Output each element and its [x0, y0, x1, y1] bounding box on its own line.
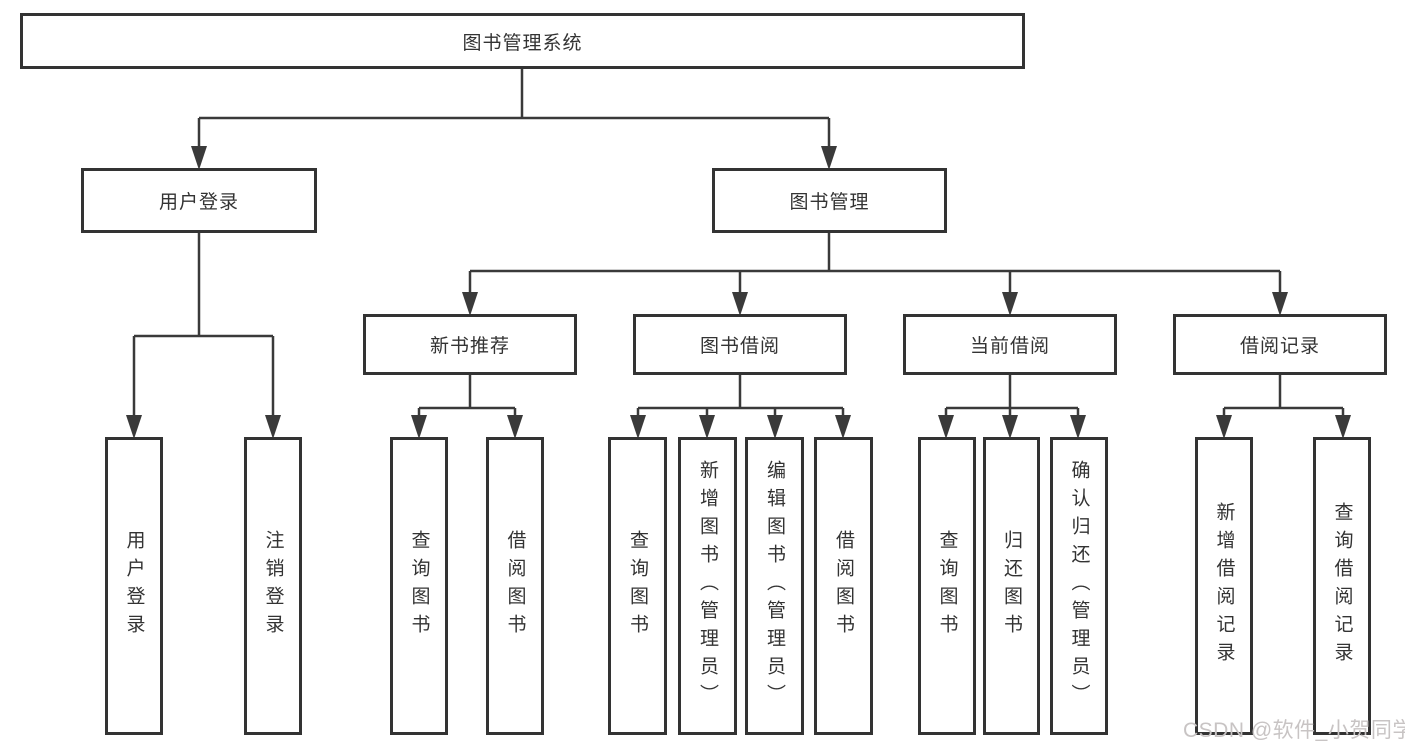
node-borrow-records-label: 借阅记录: [1239, 336, 1320, 357]
leaf-bb-borrow-books-label: 借阅图书: [833, 530, 854, 642]
node-book-management: 图书管理: [712, 168, 947, 233]
leaf-bb-edit-books-label: 编辑图书（管理员）: [764, 460, 785, 712]
leaf-cb-return-books-label: 归还图书: [1001, 530, 1022, 642]
leaf-nb-query-books-label: 查询图书: [408, 530, 430, 642]
leaf-bb-query-books-label: 查询图书: [627, 530, 648, 642]
leaf-user-login: 用户登录: [105, 437, 163, 735]
leaf-cb-return-books: 归还图书: [983, 437, 1040, 735]
node-new-book-recommend: 新书推荐: [363, 314, 577, 375]
leaf-nb-query-books: 查询图书: [390, 437, 448, 735]
leaf-cb-confirm-return-label: 确认归还（管理员）: [1068, 460, 1090, 712]
leaf-br-query-record: 查询借阅记录: [1313, 437, 1371, 735]
arrowheads: [126, 146, 1351, 439]
leaf-bb-query-books: 查询图书: [608, 437, 667, 735]
leaf-cb-query-books-label: 查询图书: [936, 530, 958, 642]
node-user-login: 用户登录: [81, 168, 317, 233]
csdn-watermark: CSDN @软件_小贺同学: [1183, 719, 1405, 742]
node-book-borrow: 图书借阅: [633, 314, 847, 375]
leaf-logout-label: 注销登录: [262, 530, 284, 642]
leaf-bb-edit-books: 编辑图书（管理员）: [745, 437, 804, 735]
leaf-bb-add-books: 新增图书（管理员）: [678, 437, 737, 735]
node-borrow-records: 借阅记录: [1173, 314, 1387, 375]
leaf-br-query-record-label: 查询借阅记录: [1331, 502, 1353, 670]
node-new-book-recommend-label: 新书推荐: [429, 336, 510, 357]
leaf-cb-confirm-return: 确认归还（管理员）: [1050, 437, 1108, 735]
node-user-login-label: 用户登录: [158, 192, 239, 213]
leaf-nb-borrow-books-label: 借阅图书: [504, 530, 526, 642]
leaf-br-add-record-label: 新增借阅记录: [1213, 502, 1235, 670]
node-root: 图书管理系统: [20, 13, 1025, 69]
node-book-borrow-label: 图书借阅: [699, 336, 780, 357]
leaf-br-add-record: 新增借阅记录: [1195, 437, 1253, 735]
leaf-bb-add-books-label: 新增图书（管理员）: [697, 460, 718, 712]
leaf-nb-borrow-books: 借阅图书: [486, 437, 544, 735]
leaf-user-login-label: 用户登录: [123, 530, 145, 642]
leaf-cb-query-books: 查询图书: [918, 437, 976, 735]
leaf-logout: 注销登录: [244, 437, 302, 735]
node-current-borrow-label: 当前借阅: [969, 336, 1050, 357]
node-current-borrow: 当前借阅: [903, 314, 1117, 375]
node-book-management-label: 图书管理: [789, 192, 870, 213]
leaf-bb-borrow-books: 借阅图书: [814, 437, 873, 735]
node-root-label: 图书管理系统: [462, 32, 583, 54]
